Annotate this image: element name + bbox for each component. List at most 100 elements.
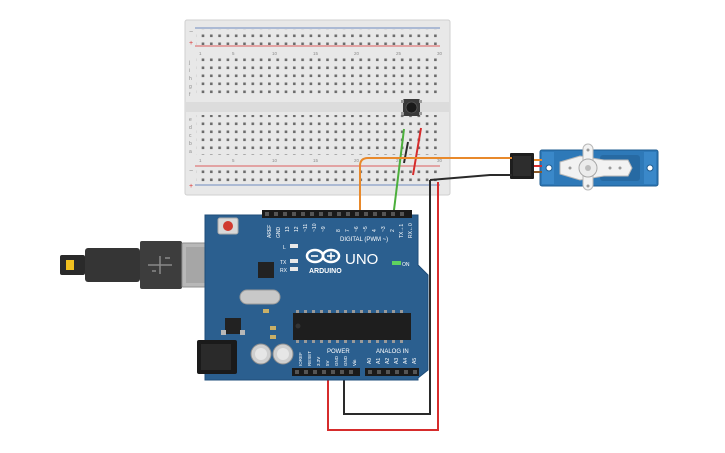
- svg-text:IOREF: IOREF: [298, 352, 303, 366]
- svg-text:2: 2: [390, 229, 396, 232]
- svg-text:25: 25: [396, 158, 402, 163]
- svg-text:b: b: [189, 141, 192, 147]
- led-l: [290, 244, 298, 248]
- wire-black-servo-ground[interactable]: [429, 174, 512, 181]
- row-letters-top: j i h g f: [188, 60, 192, 98]
- top-rail-minus-holes[interactable]: [196, 29, 438, 37]
- bottom-rail-plus-holes[interactable]: [196, 167, 438, 175]
- svg-text:5: 5: [232, 51, 235, 56]
- analog-pin-labels: A0 A1 A2 A3 A4 A5: [367, 358, 418, 364]
- svg-text:A2: A2: [385, 358, 391, 364]
- breadboard[interactable]: − + 1 5 10 15 20 25 30 j i h g f e d c b: [184, 19, 451, 196]
- svg-text:GND: GND: [276, 227, 282, 239]
- row-letters-bottom: e d c b a: [189, 117, 192, 155]
- svg-text:d: d: [189, 125, 192, 131]
- arduino-logo-icon: [305, 248, 341, 264]
- wire-red-5v[interactable]: [327, 182, 439, 431]
- usb-symbol-icon: [148, 256, 172, 274]
- svg-text:A3: A3: [394, 358, 400, 364]
- svg-text:GND: GND: [334, 355, 339, 366]
- svg-text:A4: A4: [403, 358, 409, 364]
- svg-text:c: c: [189, 133, 192, 139]
- svg-text:30: 30: [437, 158, 443, 163]
- svg-text:RESET: RESET: [307, 351, 312, 366]
- svg-text:5V: 5V: [325, 360, 330, 366]
- analog-header[interactable]: [365, 368, 419, 376]
- bottom-rail-minus-sign: −: [189, 168, 193, 175]
- top-rail-minus-sign: −: [189, 29, 193, 36]
- svg-text:7: 7: [345, 229, 351, 232]
- svg-text:f: f: [189, 92, 191, 98]
- svg-text:25: 25: [396, 51, 402, 56]
- svg-text:GND: GND: [343, 355, 348, 366]
- svg-text:AREF: AREF: [267, 225, 273, 238]
- led-rx-label: RX: [280, 268, 288, 274]
- servo-motor[interactable]: [539, 143, 659, 191]
- terminal-strip-bottom[interactable]: [196, 115, 438, 155]
- wire-red-breadboard[interactable]: [412, 127, 422, 176]
- svg-text:j: j: [188, 60, 190, 66]
- arduino-uno[interactable]: AREF GND 13 12 ~11 ~10 ~9 8 7 ~6 ~5 4 ~3…: [197, 210, 429, 381]
- crystal-oscillator: [239, 289, 281, 305]
- svg-text:~9: ~9: [321, 226, 327, 232]
- svg-text:h: h: [189, 76, 192, 82]
- svg-text:a: a: [189, 149, 192, 155]
- wire-green[interactable]: [392, 128, 405, 219]
- svg-text:1: 1: [199, 51, 202, 56]
- led-on-label: ON: [402, 262, 410, 268]
- servo-mount-hole-right: [646, 164, 654, 172]
- wire-orange-signal[interactable]: [359, 157, 512, 218]
- svg-text:4: 4: [372, 229, 378, 232]
- servo-connector[interactable]: [510, 153, 542, 179]
- power-pin-labels: IOREF RESET 3.3V 5V GND GND Vin: [298, 351, 357, 366]
- svg-text:A0: A0: [367, 358, 373, 364]
- svg-text:~11: ~11: [303, 224, 309, 232]
- atmega-chip: [293, 313, 411, 340]
- svg-text:10: 10: [272, 51, 278, 56]
- led-l-label: L: [283, 245, 286, 251]
- svg-text:TX→1: TX→1: [399, 224, 405, 238]
- power-label: POWER: [327, 349, 350, 355]
- svg-text:~5: ~5: [363, 226, 369, 232]
- svg-text:13: 13: [285, 226, 291, 232]
- svg-text:e: e: [189, 117, 192, 123]
- small-regulator: [225, 318, 241, 334]
- svg-text:3.3V: 3.3V: [316, 357, 321, 366]
- top-rail-plus-holes[interactable]: [196, 37, 438, 45]
- center-channel: [185, 102, 450, 112]
- servo-horn[interactable]: [559, 143, 633, 191]
- svg-text:~6: ~6: [354, 226, 360, 232]
- reset-button-cap[interactable]: [223, 221, 233, 231]
- svg-text:10: 10: [272, 158, 278, 163]
- wire-black-gnd[interactable]: [343, 180, 431, 415]
- analog-label: ANALOG IN: [376, 349, 409, 355]
- svg-text:1: 1: [199, 158, 202, 163]
- pushbutton[interactable]: [401, 99, 422, 116]
- led-tx: [290, 259, 298, 263]
- bottom-rail-minus-holes[interactable]: [196, 175, 438, 183]
- svg-text:5: 5: [232, 158, 235, 163]
- servo-mount-hole-left: [545, 164, 553, 172]
- led-tx-label: TX: [280, 260, 287, 266]
- svg-text:Vin: Vin: [352, 359, 357, 366]
- svg-text:20: 20: [354, 51, 360, 56]
- svg-text:A5: A5: [412, 358, 418, 364]
- bottom-rail-plus-sign: +: [189, 183, 193, 190]
- svg-text:g: g: [189, 84, 192, 90]
- svg-text:i: i: [189, 68, 190, 74]
- wire-black-short[interactable]: [403, 141, 409, 164]
- pushbutton-cap[interactable]: [405, 101, 418, 114]
- terminal-strip-top[interactable]: [196, 58, 438, 98]
- svg-text:8: 8: [336, 229, 342, 232]
- column-numbers-top: 1 5 10 15 20 25 30: [199, 51, 443, 56]
- svg-text:15: 15: [313, 158, 319, 163]
- usb-cable-tip-icon: [66, 260, 74, 270]
- svg-text:12: 12: [294, 226, 300, 232]
- column-numbers-bottom: 1 5 10 15 20 25 30: [199, 158, 443, 163]
- svg-text:A1: A1: [376, 358, 382, 364]
- arduino-model: UNO: [345, 251, 378, 268]
- svg-text:~3: ~3: [381, 226, 387, 232]
- led-on: [392, 261, 401, 265]
- digital-pin-labels: AREF GND 13 12 ~11 ~10 ~9 8 7 ~6 ~5 4 ~3…: [267, 223, 414, 238]
